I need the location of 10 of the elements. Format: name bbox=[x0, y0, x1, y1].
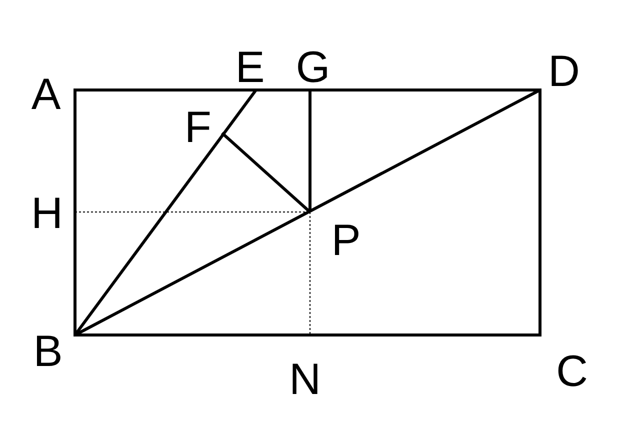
point-label: H bbox=[31, 192, 63, 236]
point-label: C bbox=[556, 350, 588, 394]
point-label: A bbox=[31, 73, 61, 117]
point-label: F bbox=[184, 106, 212, 150]
point-label: B bbox=[33, 330, 63, 374]
point-label: E bbox=[235, 46, 265, 90]
point-label: N bbox=[289, 358, 321, 402]
point-label: G bbox=[296, 46, 330, 90]
point-label: D bbox=[548, 50, 580, 94]
point-label: P bbox=[331, 219, 361, 263]
